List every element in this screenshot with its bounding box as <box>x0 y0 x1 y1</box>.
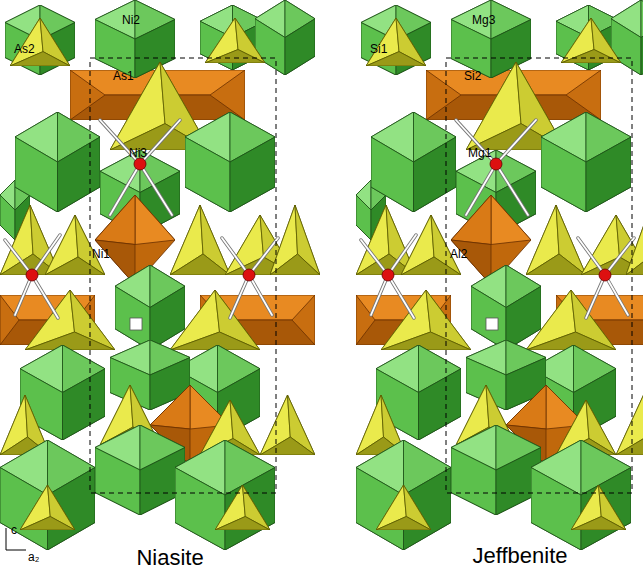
site-label: Ni2 <box>122 14 140 27</box>
site-label: Mg3 <box>472 14 495 27</box>
site-label: As1 <box>113 70 134 83</box>
axis-label: c <box>11 524 17 537</box>
jeffbenite-structure <box>356 0 643 550</box>
site-label: Mg1 <box>468 147 491 160</box>
site-label: Ni3 <box>129 147 147 160</box>
niasite-structure <box>0 0 320 550</box>
site-label: As2 <box>14 43 35 56</box>
panel-caption: Niasite <box>136 546 203 570</box>
site-label: Si1 <box>370 43 387 56</box>
axis-label: a₂ <box>28 551 39 564</box>
panel-caption: Jeffbenite <box>472 544 567 568</box>
site-label: Al2 <box>450 248 467 261</box>
site-label: Si2 <box>464 70 481 83</box>
site-label: Ni1 <box>92 248 110 261</box>
